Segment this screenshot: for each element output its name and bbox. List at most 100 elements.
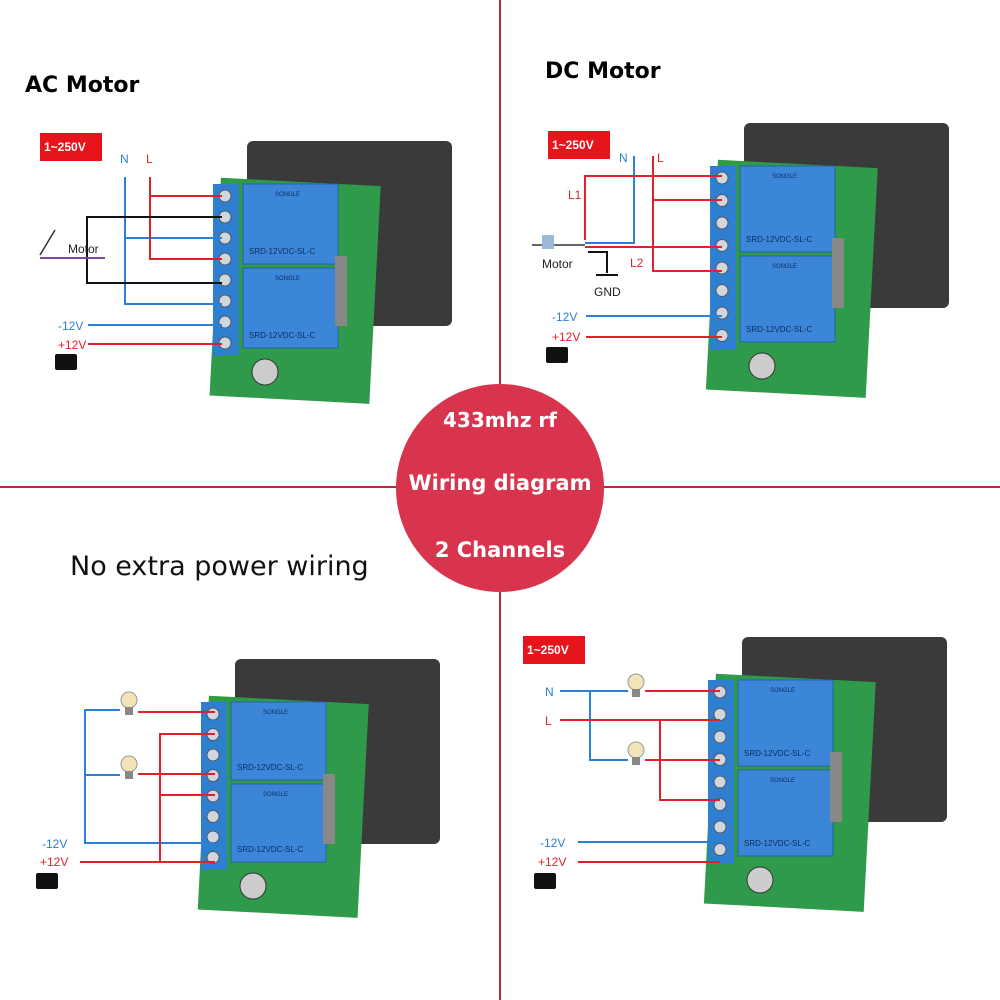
voltage-label: 1~250V: [527, 643, 569, 657]
terminal-screw: [206, 707, 220, 721]
badge-line-3: 2 Channels: [435, 538, 565, 562]
relay: [737, 769, 834, 857]
terminal-screw: [715, 261, 729, 275]
relay: [737, 679, 834, 767]
relay-brand-label: SONGLE: [770, 688, 795, 694]
terminal-screw: [218, 315, 232, 329]
relay-brand-label: SONGLE: [275, 276, 300, 282]
relay-model-label: SRD-12VDC-SL-C: [746, 235, 812, 244]
pos-12v-label: +12V: [40, 855, 68, 869]
relay-model-label: SRD-12VDC-SL-C: [237, 845, 303, 854]
terminal-screw: [715, 329, 729, 342]
capacitor: [251, 358, 279, 386]
neutral-label: N: [120, 152, 129, 166]
live-wire: [80, 711, 215, 863]
terminal-screw: [713, 798, 727, 811]
relay: [739, 165, 836, 253]
motor-icon: [39, 229, 105, 259]
relay: [230, 783, 327, 863]
pos-12v-label: +12V: [552, 330, 580, 344]
terminal-screw: [715, 239, 729, 252]
pos-12v-label: +12V: [538, 855, 566, 869]
motor-wire: [86, 216, 222, 284]
l1-label: L1: [568, 188, 582, 202]
relay-model-label: SRD-12VDC-SL-C: [237, 763, 303, 772]
neutral-wire: [124, 177, 222, 305]
motor-label: Motor: [68, 242, 99, 256]
live-wire: [652, 156, 722, 272]
relay: [242, 267, 339, 349]
neg-12v-label: -12V: [540, 836, 565, 850]
power-jack-icon: [534, 873, 556, 889]
antenna-coil: [335, 256, 347, 326]
terminal-block: [201, 702, 227, 870]
neutral-label: N: [619, 151, 628, 165]
terminal-screw: [218, 273, 232, 287]
gnd-label: GND: [594, 285, 621, 299]
neutral-wire: [84, 709, 215, 844]
relay-model-label: SRD-12VDC-SL-C: [746, 325, 812, 334]
voltage-label: 1~250V: [552, 138, 594, 152]
terminal-screw: [713, 820, 727, 834]
relay-model-label: SRD-12VDC-SL-C: [249, 331, 315, 340]
terminal-screw: [206, 748, 220, 762]
l2-label: L2: [630, 256, 644, 270]
terminal-screw: [715, 171, 729, 185]
badge-line-1: 433mhz rf: [443, 408, 557, 432]
panel-no-extra-power: No extra power wiring -12V +12V: [36, 551, 369, 889]
relay-module: SRD-12VDC-SL-C SONGLE SRD-12VDC-SL-C SONGLE: [705, 123, 949, 398]
relay-model-label: SRD-12VDC-SL-C: [744, 839, 810, 848]
live-wire: [560, 690, 720, 801]
center-badge: 433mhz rf Wiring diagram 2 Channels: [396, 384, 604, 592]
antenna-coil: [323, 774, 335, 844]
antenna-coil: [832, 238, 844, 308]
panel-title: AC Motor: [25, 73, 139, 98]
live-label: L: [545, 714, 552, 728]
relay-model-label: SRD-12VDC-SL-C: [249, 247, 315, 256]
power-jack-icon: [36, 873, 58, 889]
terminal-screw: [206, 830, 220, 844]
power-jack-icon: [546, 347, 568, 363]
relay-brand-label: SONGLE: [770, 778, 795, 784]
relay-brand-label: SONGLE: [263, 710, 288, 716]
l1-wire: [584, 175, 722, 240]
antenna-coil: [830, 752, 842, 822]
voltage-label: 1~250V: [44, 140, 86, 154]
terminal-screw: [206, 810, 220, 823]
relay-brand-label: SONGLE: [772, 264, 797, 270]
terminal-screw: [206, 769, 220, 782]
relay: [230, 701, 327, 781]
terminal-screw: [713, 843, 727, 856]
power-jack-icon: [55, 354, 77, 370]
terminal-block: [708, 680, 734, 864]
terminal-block: [710, 166, 736, 350]
bulb-icon: [120, 755, 138, 779]
terminal-screw: [715, 306, 729, 320]
relay: [242, 183, 339, 265]
panel-dc-motor: DC Motor 1~250V N L L1 L2 Motor GND -12V…: [532, 59, 722, 363]
badge-circle: [396, 384, 604, 592]
panel-ac-motor: AC Motor 1~250V N L Motor -12V +12V: [25, 73, 222, 370]
terminal-screw: [715, 284, 729, 297]
terminal-screw: [713, 775, 727, 789]
live-label: L: [657, 151, 664, 165]
pos-12v-label: +12V: [58, 338, 86, 352]
terminal-block: [213, 184, 239, 356]
panel-title: DC Motor: [545, 59, 661, 84]
terminal-screw: [218, 294, 232, 308]
neg-12v-label: -12V: [42, 837, 67, 851]
neutral-label: N: [545, 685, 554, 699]
capacitor: [239, 872, 267, 900]
voltage-badge: [523, 636, 585, 664]
bulb-icon: [627, 741, 645, 765]
terminal-screw: [713, 708, 727, 721]
relay-brand-label: SONGLE: [772, 174, 797, 180]
gnd-wire: [588, 251, 618, 276]
panel-external-power: 1~250V N L -12V +12V: [523, 636, 720, 889]
panel-title: No extra power wiring: [70, 551, 369, 582]
